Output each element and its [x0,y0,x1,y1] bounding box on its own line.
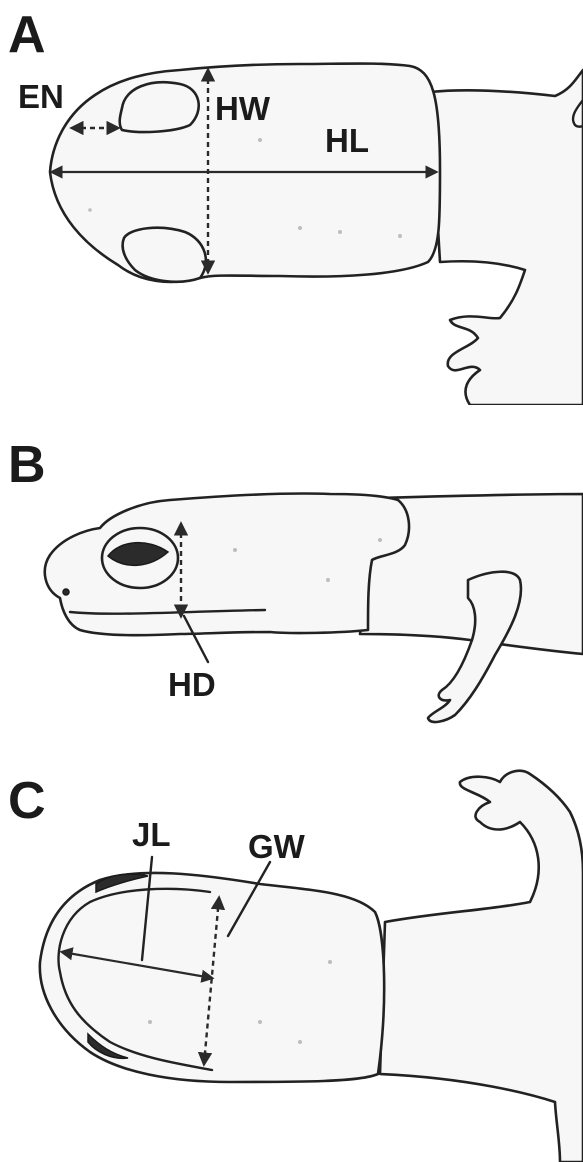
panel-b-lateral-view: B HD [0,430,583,760]
skin-speck [298,226,302,230]
lateral-head-figure: B HD [0,430,583,760]
skin-speck [398,234,402,238]
skin-speck [258,138,262,142]
panel-letter-a: A [8,6,46,64]
skin-speck [328,960,332,964]
label-gw: GW [248,828,306,865]
label-en: EN [18,78,64,115]
label-hw: HW [215,90,271,127]
panel-a-dorsal-view: A EN HW HL [0,0,583,405]
panel-c-ventral-view: C JL GW [0,762,583,1162]
label-hl: HL [325,122,369,159]
skin-speck [326,578,330,582]
skin-speck [298,1040,302,1044]
nostril [63,589,69,595]
skin-speck [148,1020,152,1024]
panel-letter-c: C [8,772,46,830]
skin-speck [258,1020,262,1024]
label-jl: JL [132,816,171,853]
skin-speck [338,230,342,234]
body-outline [380,771,583,1162]
dorsal-head-figure: A EN HW HL [0,0,583,405]
skin-speck [88,208,92,212]
skin-speck [378,538,382,542]
panel-letter-b: B [8,436,46,494]
label-hd: HD [168,666,216,703]
ventral-head-figure: C JL GW [0,762,583,1162]
skin-speck [233,548,237,552]
body-outline [430,70,583,405]
